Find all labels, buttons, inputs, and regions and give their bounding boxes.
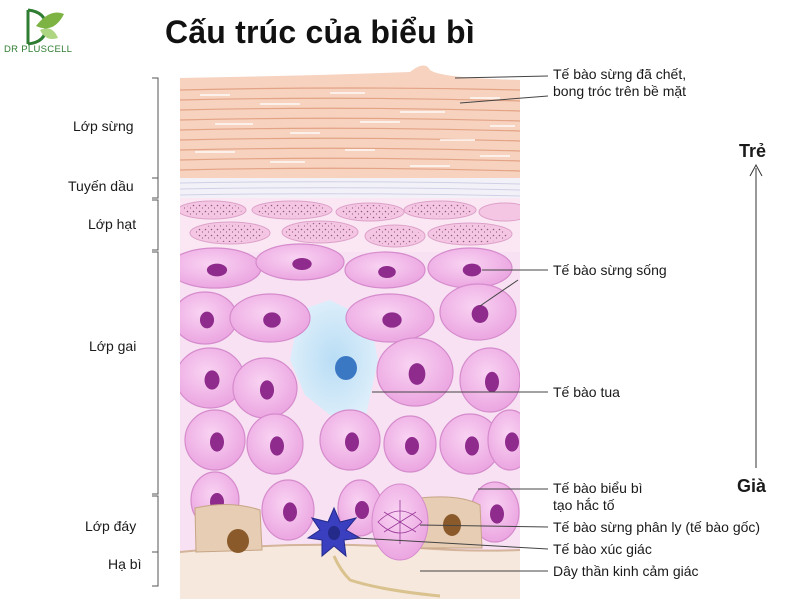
callout-living-keratinocyte: Tế bào sừng sống [553,262,667,278]
cell-nucleus [405,437,419,455]
callout-dead-cells-line2: bong tróc trên bề mặt [553,83,687,99]
keratinocyte-cell [487,409,520,471]
callout-dead-cells-line1: Tế bào sừng đã chết, [553,66,687,82]
layer-label-basal: Lớp đáy [85,518,137,534]
cell-nucleus [355,501,369,519]
cell-nucleus [259,380,275,400]
oil-gland-layer [180,178,520,198]
layer-label-granular: Lớp hạt [88,216,137,232]
callout-melanocyte: Tế bào biểu bì tạo hắc tố [553,480,643,514]
layer-brackets [152,77,159,587]
brand-name: DR PLUSCELL [4,44,73,55]
dendritic-nucleus [335,356,357,380]
callout-melanocyte-line1: Tế bào biểu bì [553,480,643,496]
cell-nucleus [378,266,396,278]
page-title: Cấu trúc của biểu bì [165,14,475,50]
cell-nucleus [263,312,281,328]
dividing-keratinocyte [371,483,429,561]
callout-melanocyte-line2: tạo hắc tố [553,497,615,513]
cell-nucleus [465,436,479,456]
age-arrow [749,163,763,468]
cell-nucleus [382,312,402,328]
cell-nucleus [490,504,504,524]
brand-logo [26,8,64,46]
cell-nucleus [270,436,284,456]
cell-nucleus [206,263,228,277]
callout-lines [355,75,549,572]
callout-merkel-cell: Tế bào xúc giác [553,541,652,557]
sensory-nerve [332,555,441,598]
cell-nucleus [283,502,297,522]
cell-nucleus [462,263,482,277]
cell-nucleus [292,258,312,270]
layer-label-oil-gland: Tuyến dầu [68,178,134,194]
cell-nucleus [471,305,489,323]
cell-nucleus [505,432,519,452]
cell-nucleus [199,311,215,329]
cell-nucleus [485,371,499,393]
granular-layer [180,198,520,252]
callout-sensory-nerve: Dây thần kinh cảm giác [553,563,699,579]
layer-label-dermis: Hạ bì [108,556,142,572]
layer-label-corneum: Lớp sừng [73,118,134,134]
stratum-corneum-layer [180,65,520,178]
dermis-layer [180,544,520,599]
cell-nucleus [345,432,359,452]
layer-label-spinous: Lớp gai [89,338,137,354]
callout-dividing-keratinocyte: Tế bào sừng phân ly (tế bào gốc) [553,519,761,535]
cell-nucleus [204,370,220,390]
cell-nucleus [408,363,426,385]
spinous-cells [180,243,520,543]
callout-dead-cells: Tế bào sừng đã chết, bong tróc trên bề m… [553,66,686,100]
age-young-label: Trẻ [739,141,767,161]
callout-dendritic-cell: Tế bào tua [553,384,620,400]
cell-nucleus [210,432,224,452]
age-old-label: Già [737,476,767,496]
